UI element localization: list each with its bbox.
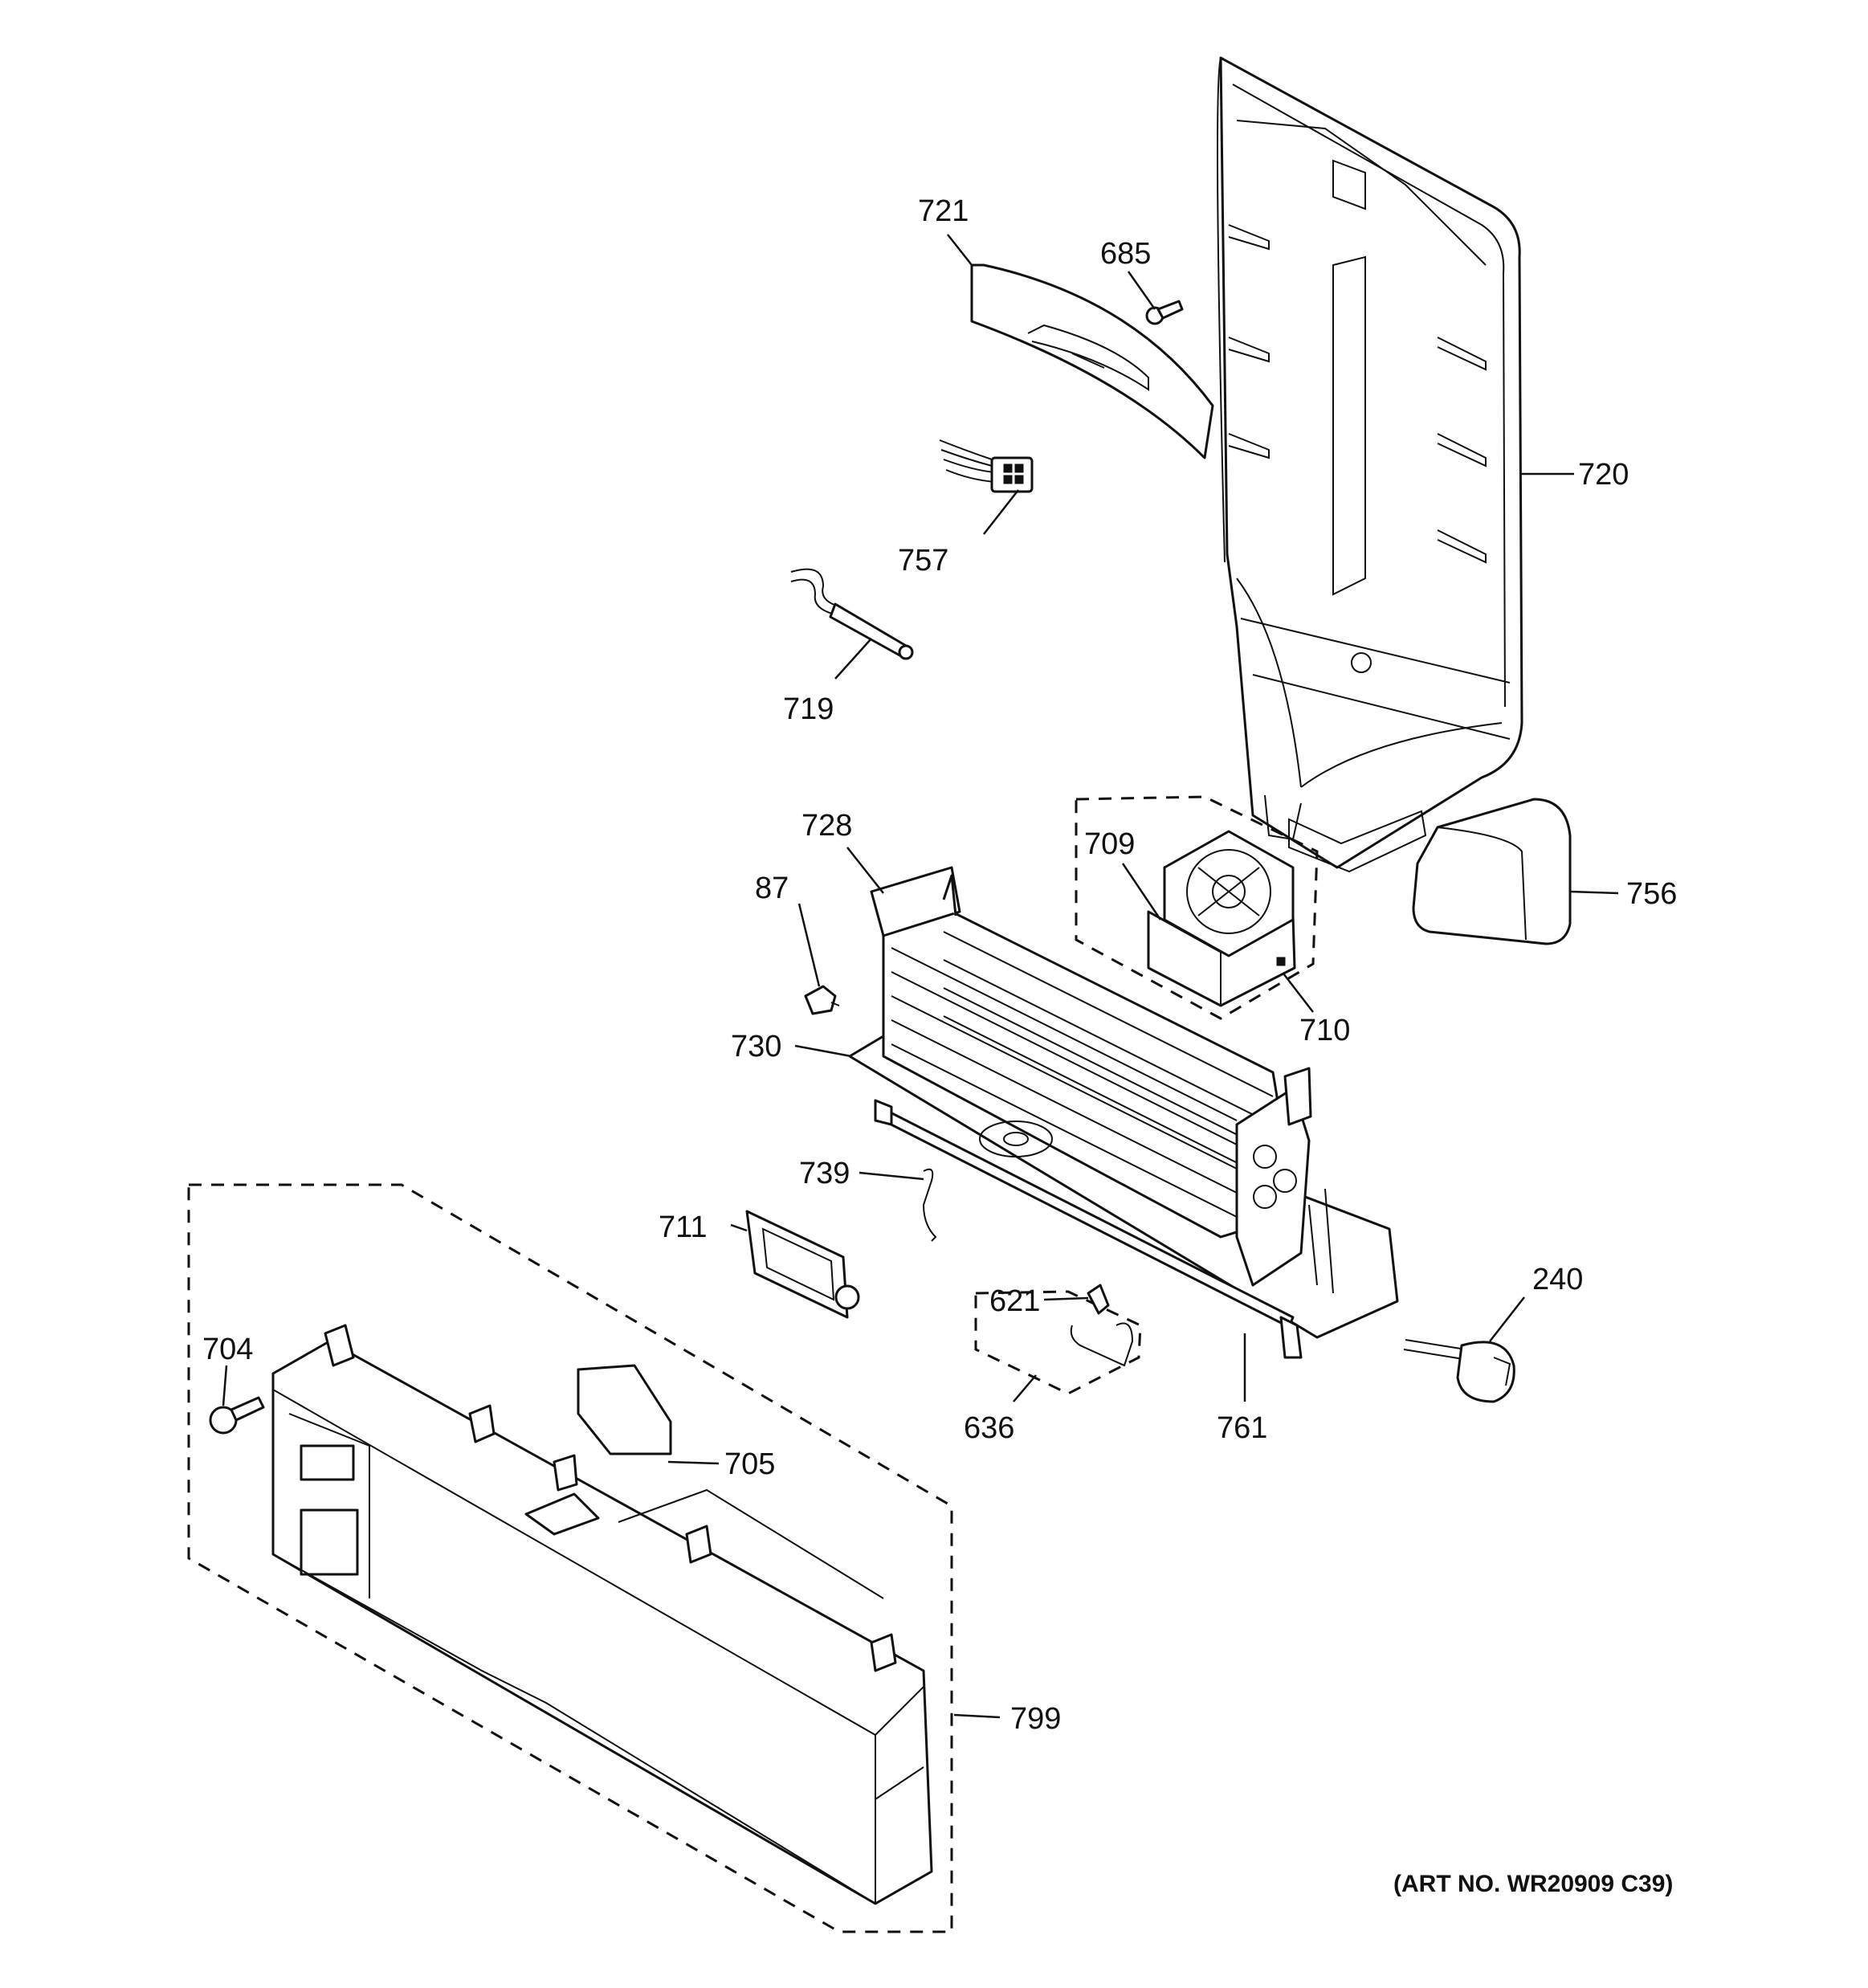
callout-761: 761 [1217,1411,1267,1445]
callout-720: 720 [1578,458,1629,492]
part-705-label [577,1364,672,1455]
part-685-screw [1145,300,1184,325]
art-number: (ART NO. WR20909 C39) [1393,1871,1673,1897]
part-757-harness [939,439,1034,493]
callout-730: 730 [731,1030,781,1063]
part-709-710-fan-assembly [1075,795,1319,1020]
callout-709: 709 [1084,827,1135,861]
callout-710: 710 [1299,1014,1350,1047]
leader-lines [222,234,1619,1719]
callout-704: 704 [202,1333,253,1366]
callout-labels: 721 685 720 757 719 728 709 87 756 710 7… [202,194,1677,1736]
callout-739: 739 [799,1157,850,1190]
callout-757: 757 [898,544,948,578]
part-720-housing [1217,56,1523,873]
part-711-bracket [745,1210,860,1319]
callout-799: 799 [1010,1702,1061,1736]
callout-621: 621 [989,1284,1040,1318]
part-719-sensor [790,568,914,660]
callout-719: 719 [783,692,834,726]
callout-240: 240 [1532,1263,1583,1296]
part-739-clip [922,1168,937,1242]
callout-721: 721 [918,194,969,228]
callout-728: 728 [801,809,852,843]
part-761-heater [874,1099,1303,1359]
part-721-cover [970,263,1214,459]
part-240-thermostat [1403,1339,1515,1403]
callout-756: 756 [1626,877,1677,911]
part-799-control-box [187,1183,953,1933]
part-87-screw [804,985,840,1015]
callout-636: 636 [964,1411,1014,1445]
callout-87: 87 [755,872,789,905]
part-704-bolt [209,1396,265,1435]
part-756-cap [1412,798,1572,945]
part-621-636-clip-assembly [974,1284,1142,1395]
callout-685: 685 [1100,237,1151,271]
callout-711: 711 [659,1210,708,1244]
part-728-730-evaporator [848,866,1399,1339]
callout-705: 705 [724,1447,775,1481]
